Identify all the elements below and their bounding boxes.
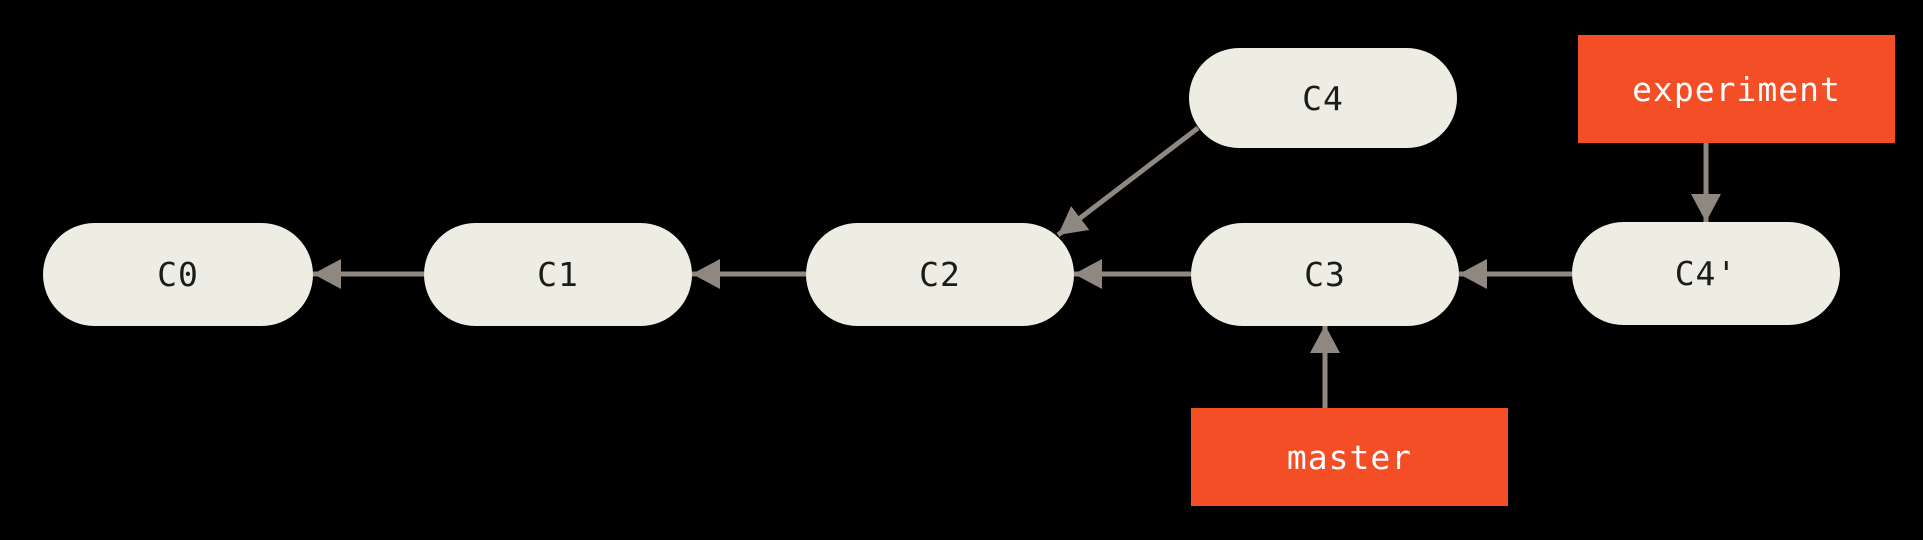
commit-label: C4'	[1674, 254, 1738, 293]
commit-node-c3: C3	[1191, 223, 1459, 326]
commit-label: C2	[919, 255, 961, 294]
commit-node-c1: C1	[424, 223, 692, 326]
branch-name: master	[1286, 437, 1413, 477]
commit-node-c4-prime: C4'	[1572, 222, 1840, 325]
commit-label: C3	[1304, 255, 1346, 294]
edge-c4-to-c2-arrow	[1056, 126, 1200, 237]
commit-node-c4: C4	[1189, 48, 1457, 148]
commit-node-c2: C2	[806, 223, 1074, 326]
branch-label-experiment: experiment	[1578, 35, 1895, 143]
commit-label: C1	[537, 255, 579, 294]
commit-label: C4	[1302, 78, 1344, 118]
branch-label-master: master	[1191, 408, 1508, 506]
commit-label: C0	[157, 255, 199, 294]
branch-name: experiment	[1632, 69, 1841, 109]
commit-node-c0: C0	[43, 223, 313, 326]
